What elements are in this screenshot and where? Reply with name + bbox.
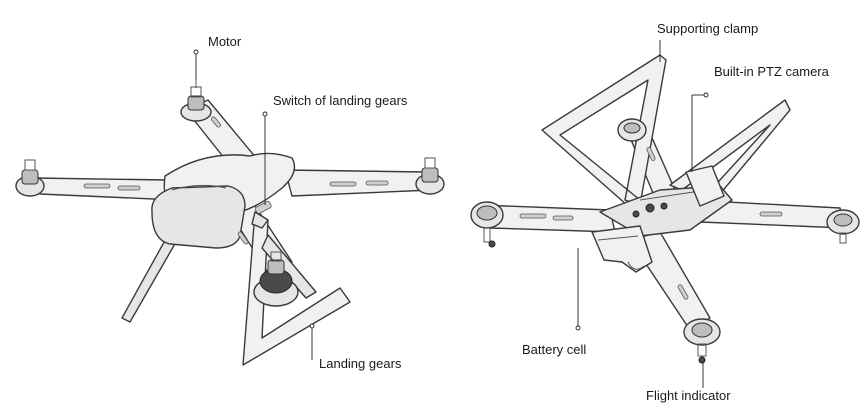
right-support-frame-left (541, 54, 667, 207)
right-ptz-camera (685, 165, 725, 207)
label-built-in-ptz-camera: Built-in PTZ camera (714, 64, 829, 79)
right-motor-right (826, 209, 860, 244)
callout-lines (193, 40, 709, 388)
right-battery-cell (591, 225, 653, 273)
label-landing-gears: Landing gears (319, 356, 402, 371)
right-drone (470, 54, 860, 364)
left-motor-front (253, 251, 299, 307)
left-arm-left (34, 177, 177, 201)
label-flight-indicator: Flight indicator (646, 388, 731, 403)
left-motor-right (415, 157, 445, 195)
right-motor-back (617, 118, 647, 142)
left-motor-top (180, 80, 212, 122)
left-drone (15, 80, 445, 366)
right-motor-front (683, 318, 721, 364)
label-battery-cell: Battery cell (522, 342, 587, 357)
label-switch-of-landing-gears: Switch of landing gears (273, 93, 408, 108)
label-motor: Motor (208, 34, 242, 49)
left-motor-left (15, 159, 45, 197)
left-battery-box (151, 185, 246, 249)
label-supporting-clamp: Supporting clamp (657, 21, 759, 36)
left-landing-gear-back (121, 234, 177, 323)
right-motor-left (470, 201, 504, 248)
left-arm-right (284, 169, 433, 197)
